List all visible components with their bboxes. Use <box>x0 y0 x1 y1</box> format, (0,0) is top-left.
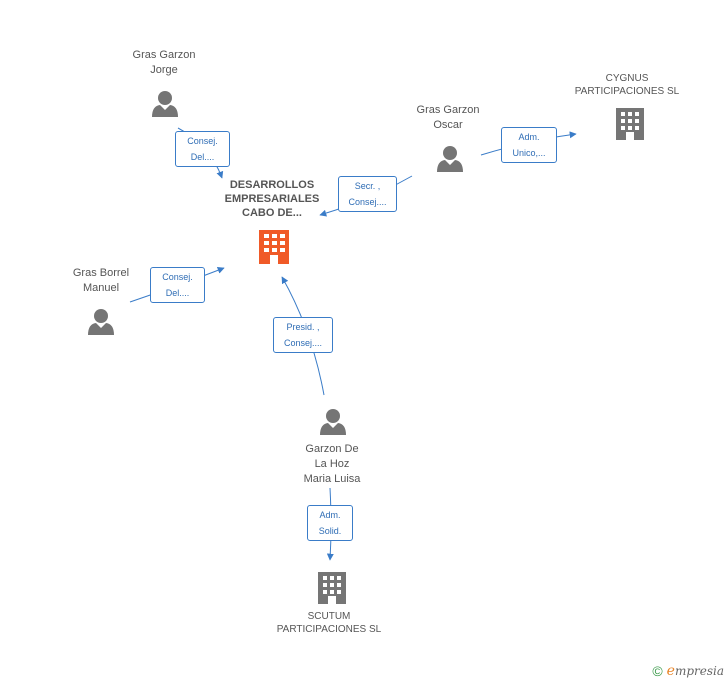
person-icon-oscar[interactable] <box>437 146 463 172</box>
person-icon-maria[interactable] <box>320 409 346 435</box>
person-icon-manuel[interactable] <box>88 309 114 335</box>
building-icon-scutum[interactable] <box>318 572 346 604</box>
brand-logo: empresia <box>666 663 724 679</box>
edge-label-maria-center[interactable]: Presid. , Consej.... <box>273 317 333 353</box>
person-icon-jorge[interactable] <box>152 91 178 117</box>
edge-label-jorge-center[interactable]: Consej. Del.... <box>175 131 230 167</box>
node-label-scutum[interactable]: SCUTUM PARTICIPACIONES SL <box>276 611 382 635</box>
edge-label-oscar-cygnus[interactable]: Adm. Unico,... <box>501 127 557 163</box>
node-label-center[interactable]: DESARROLLOS EMPRESARIALES CABO DE... <box>224 179 320 219</box>
edge-label-maria-scutum[interactable]: Adm. Solid. <box>307 505 353 541</box>
edge-label-manuel-center[interactable]: Consej. Del.... <box>150 267 205 303</box>
node-label-manuel[interactable]: Gras Borrel Manuel <box>72 267 130 294</box>
node-label-oscar[interactable]: Gras Garzon Oscar <box>416 104 480 131</box>
footer-brand[interactable]: © empresia <box>652 663 724 679</box>
node-label-maria[interactable]: Garzon De La Hoz Maria Luisa <box>303 443 361 485</box>
building-icon-center[interactable] <box>259 230 289 264</box>
edge-label-oscar-center[interactable]: Secr. , Consej.... <box>338 176 397 212</box>
node-label-cygnus[interactable]: CYGNUS PARTICIPACIONES SL <box>574 73 680 97</box>
copyright-icon: © <box>652 663 663 679</box>
node-label-jorge[interactable]: Gras Garzon Jorge <box>132 49 196 76</box>
building-icon-cygnus[interactable] <box>616 108 644 140</box>
